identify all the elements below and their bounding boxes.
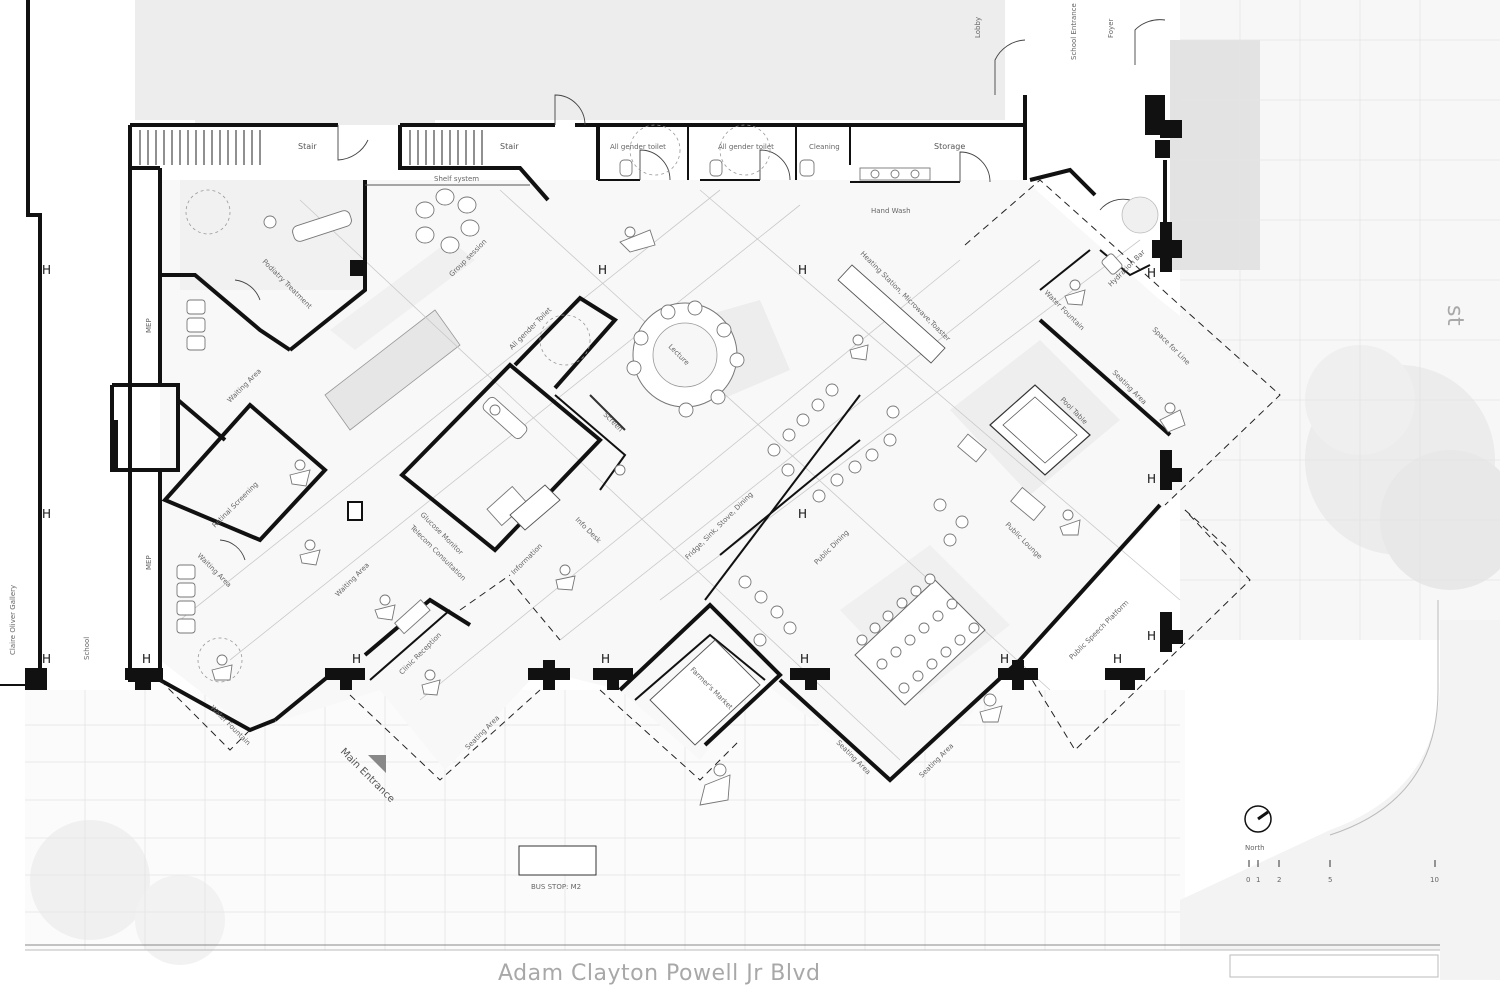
- furniture: [176, 124, 1159, 876]
- label-foyer: Foyer: [1107, 18, 1115, 38]
- svg-text:H: H: [42, 652, 51, 666]
- scale-tick-5: 5: [1328, 876, 1332, 884]
- stair-treads: [139, 130, 483, 165]
- label-cleaning: Cleaning: [809, 143, 840, 151]
- label-gallery: Claire Oliver Gallery: [9, 585, 17, 655]
- grid-markers: H H H H H H H H H H H H H H H: [42, 263, 1156, 666]
- label-mep-1: MEP: [145, 318, 153, 333]
- label-toilet-2: All gender toilet: [718, 143, 774, 151]
- label-toilet-1: All gender toilet: [610, 143, 666, 151]
- label-bus-stop: BUS STOP: M2: [531, 883, 581, 891]
- label-school-entrance: School Entrance: [1070, 3, 1078, 60]
- label-hand-wash: Hand Wash: [871, 207, 911, 215]
- group-session-chairs: [415, 188, 480, 254]
- scale-bar: [1248, 860, 1436, 867]
- svg-text:H: H: [1000, 652, 1009, 666]
- svg-text:H: H: [598, 263, 607, 277]
- north-arrow: [1244, 805, 1272, 833]
- counter-stools: [738, 383, 900, 647]
- waiting-chairs: [176, 299, 206, 634]
- scale-tick-0: 0: [1246, 876, 1250, 884]
- street-name-partial: st: [1442, 305, 1467, 326]
- svg-text:H: H: [352, 652, 361, 666]
- treatment-chair: [185, 189, 352, 242]
- door-swings: [219, 19, 1166, 561]
- bus-stop-shelter: [518, 845, 597, 876]
- svg-text:H: H: [1147, 472, 1156, 486]
- pool-table: [989, 384, 1091, 476]
- svg-text:H: H: [798, 507, 807, 521]
- label-lobby: Lobby: [974, 17, 982, 38]
- street-lines: [25, 944, 1440, 978]
- svg-text:H: H: [1113, 652, 1122, 666]
- svg-text:H: H: [42, 263, 51, 277]
- label-storage: Storage: [934, 142, 965, 151]
- structural-columns: [25, 95, 1183, 690]
- walls: [0, 0, 1172, 783]
- svg-text:H: H: [1147, 266, 1156, 280]
- scale-tick-2: 2: [1277, 876, 1281, 884]
- svg-text:H: H: [1147, 629, 1156, 643]
- label-mep-2: MEP: [145, 555, 153, 570]
- lecture-seating: [626, 300, 745, 418]
- svg-text:H: H: [142, 652, 151, 666]
- svg-text:H: H: [798, 263, 807, 277]
- label-stair-1: Stair: [298, 142, 317, 151]
- svg-text:H: H: [42, 507, 51, 521]
- label-north: North: [1245, 844, 1265, 852]
- entrance-arrow: [368, 755, 386, 773]
- dining-table: [854, 573, 986, 706]
- context-shading: [25, 0, 1500, 980]
- street-name: Adam Clayton Powell Jr Blvd: [498, 961, 820, 986]
- svg-text:H: H: [800, 652, 809, 666]
- lounge-seating: [933, 433, 1046, 547]
- scale-tick-10: 10: [1430, 876, 1439, 884]
- svg-text:H: H: [601, 652, 610, 666]
- label-stair-2: Stair: [500, 142, 519, 151]
- label-school: School: [83, 637, 91, 660]
- sidewalk-grid: [25, 0, 1500, 950]
- people-figures: [211, 226, 1186, 806]
- scale-tick-1: 1: [1256, 876, 1260, 884]
- dashed-boundaries: [159, 179, 1281, 781]
- label-shelf-system: Shelf system: [434, 175, 479, 183]
